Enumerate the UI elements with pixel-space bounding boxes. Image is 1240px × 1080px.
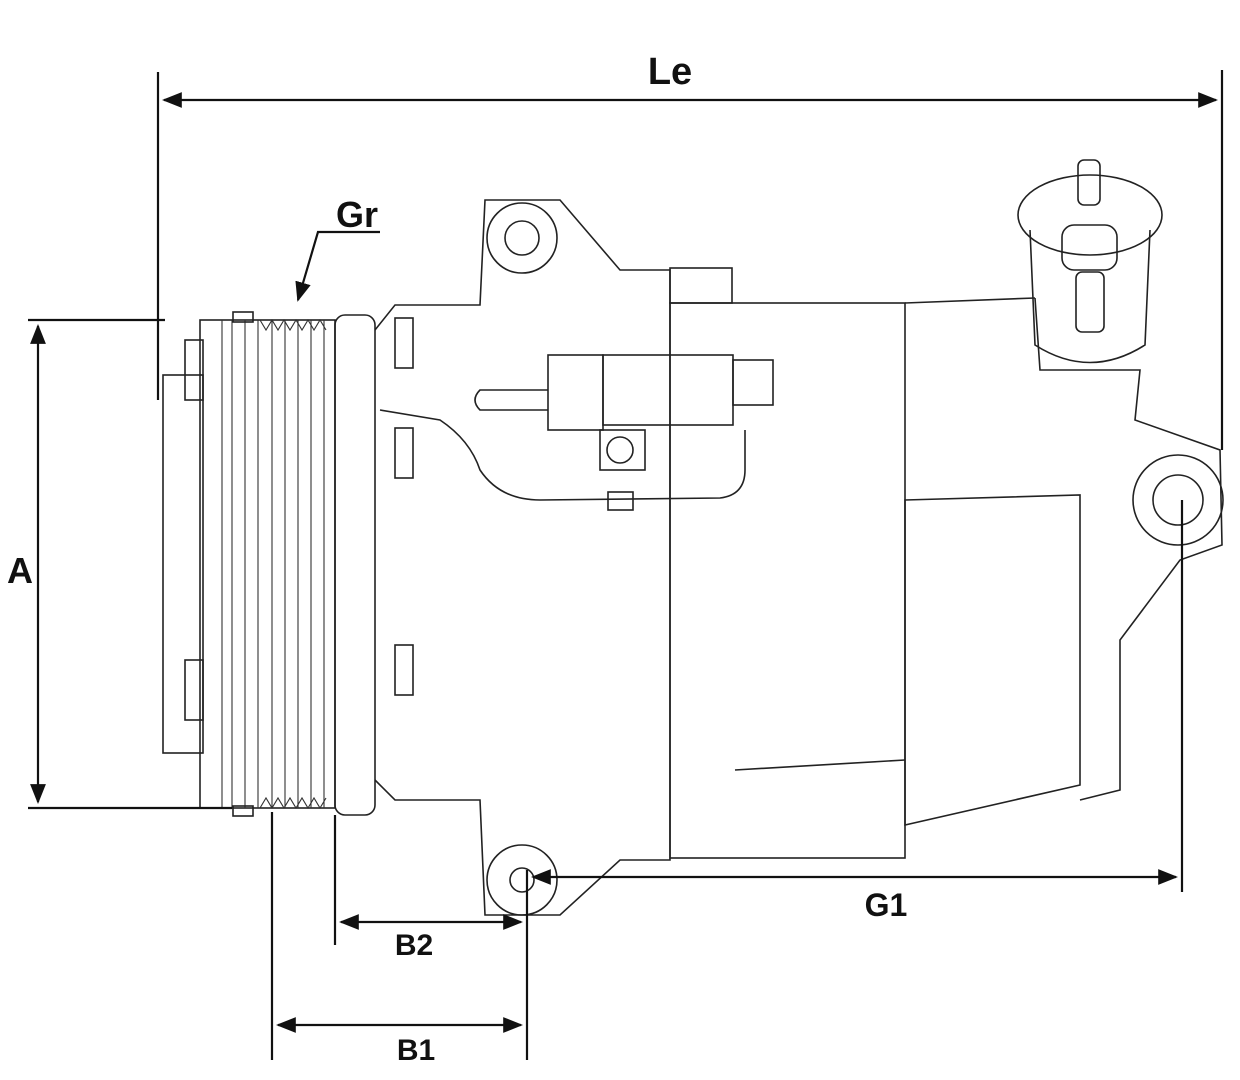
dimension-b1: B1 (270, 812, 529, 1067)
label-a: A (7, 550, 33, 591)
label-g1: G1 (865, 887, 908, 923)
dimension-g1: G1 (531, 500, 1184, 923)
dimension-a: A (7, 318, 232, 810)
dimension-le: Le (156, 51, 1224, 450)
label-le: Le (648, 51, 692, 93)
label-gr: Gr (336, 194, 378, 235)
label-b2: B2 (395, 929, 433, 962)
pulley-grooves (221, 318, 327, 810)
label-b1: B1 (397, 1034, 435, 1067)
dimension-gr: Gr (295, 194, 380, 302)
dimension-b2: B2 (333, 815, 523, 962)
compressor-body (162, 159, 1224, 916)
